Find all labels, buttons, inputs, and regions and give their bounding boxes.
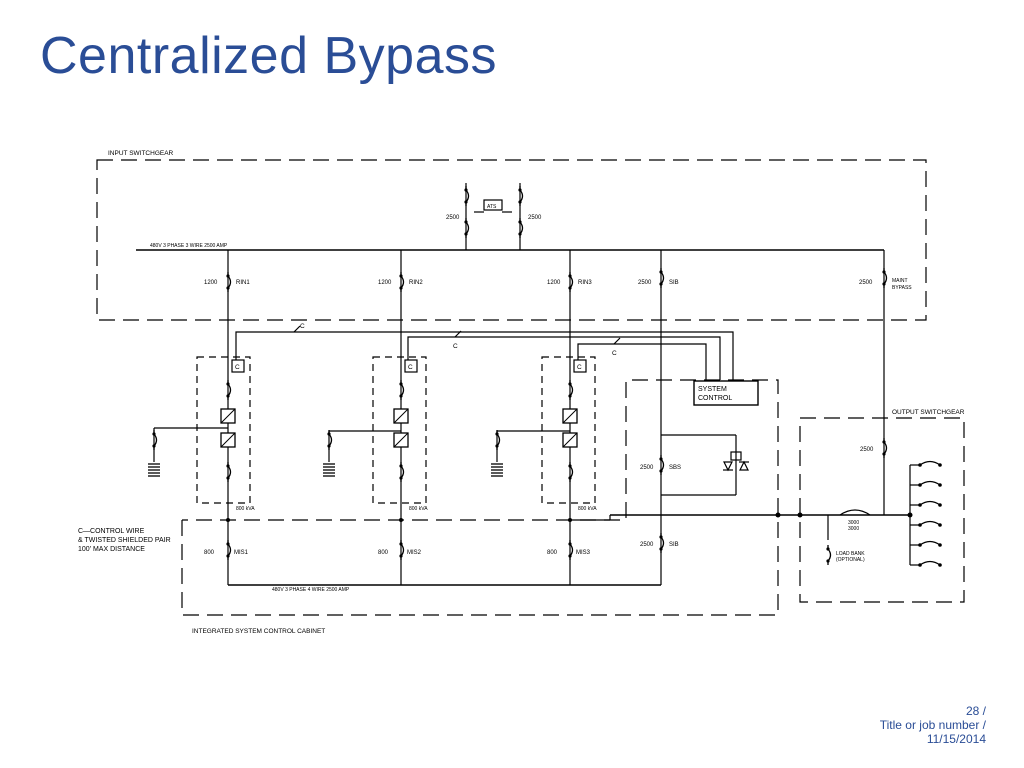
- control-wire-tag-3: C: [612, 350, 617, 357]
- output-switchgear-box: [799, 417, 965, 603]
- rin1-label: RIN1: [236, 280, 250, 286]
- integrated-cabinet-box: [181, 379, 779, 616]
- control-marker-2: C: [408, 364, 413, 371]
- ups3-rating: 800 kVA: [578, 506, 597, 512]
- cabinet-label: INTEGRATED SYSTEM CONTROL CABINET: [192, 628, 325, 635]
- maint-label-2: BYPASS: [892, 285, 912, 291]
- input-switchgear-box: [96, 159, 927, 321]
- loadbank-rating-2: 3000: [848, 526, 859, 532]
- rin2-label: RIN2: [409, 280, 423, 286]
- sbs-label: SBS: [669, 465, 681, 471]
- input-bus-label: 480V 3 PHASE 3 WIRE 2500 AMP: [150, 243, 228, 249]
- ats-right-rating: 2500: [528, 215, 542, 221]
- sib2-rating: 2500: [640, 542, 654, 548]
- system-control-line1: SYSTEM: [698, 386, 727, 393]
- ups-module-2-box: [372, 356, 427, 504]
- rin1-rating: 1200: [204, 280, 218, 286]
- ups-module-1-box: [196, 356, 251, 504]
- control-wire-tag-2: C: [453, 343, 458, 350]
- mis1-label: MIS1: [234, 550, 249, 556]
- maint-rating: 2500: [859, 280, 873, 286]
- page-number: 28 /: [965, 704, 986, 718]
- rin2-rating: 1200: [378, 280, 392, 286]
- system-control-line2: CONTROL: [698, 395, 732, 402]
- control-wire-tag-1: C: [300, 323, 305, 330]
- slide-title: Centralized Bypass: [40, 27, 497, 85]
- sib2-label: SIB: [669, 542, 679, 548]
- mis2-rating: 800: [378, 550, 389, 556]
- sbs-rating: 2500: [640, 465, 654, 471]
- sib-rating: 2500: [638, 280, 652, 286]
- output-breaker-rating: 2500: [860, 447, 874, 453]
- control-marker-1: C: [235, 364, 240, 371]
- ats-label: ATS: [487, 204, 497, 210]
- legend-line-3: 100' MAX DISTANCE: [78, 546, 145, 553]
- slide-date: 11/15/2014: [926, 732, 986, 746]
- mis1-rating: 800: [204, 550, 215, 556]
- ups1-rating: 800 kVA: [236, 506, 255, 512]
- slide-footer: 28 / Title or job number / 11/15/2014: [880, 704, 986, 746]
- mis2-label: MIS2: [407, 550, 422, 556]
- maint-label: MAINT: [892, 278, 908, 284]
- ats-left-rating: 2500: [446, 215, 460, 221]
- job-title: Title or job number /: [879, 718, 986, 732]
- loadbank-rating: 3000: [848, 520, 859, 526]
- sib-label: SIB: [669, 280, 679, 286]
- ups-module-3-box: [541, 356, 596, 504]
- output-switchgear-label: OUTPUT SWITCHGEAR: [892, 409, 965, 416]
- rin3-rating: 1200: [547, 280, 561, 286]
- rin3-label: RIN3: [578, 280, 592, 286]
- legend-line-1: C—CONTROL WIRE: [78, 528, 145, 535]
- loadbank-label-2: (OPTIONAL): [836, 557, 865, 563]
- control-marker-3: C: [577, 364, 582, 371]
- loadbank-label: LOAD BANK: [836, 551, 865, 557]
- output-bus-label: 480V 3 PHASE 4 WIRE 2500 AMP: [272, 587, 350, 593]
- mis3-rating: 800: [547, 550, 558, 556]
- input-switchgear-label: INPUT SWITCHGEAR: [108, 150, 174, 157]
- ups2-rating: 800 kVA: [409, 506, 428, 512]
- legend-line-2: & TWISTED SHIELDED PAIR: [78, 537, 171, 544]
- mis3-label: MIS3: [576, 550, 591, 556]
